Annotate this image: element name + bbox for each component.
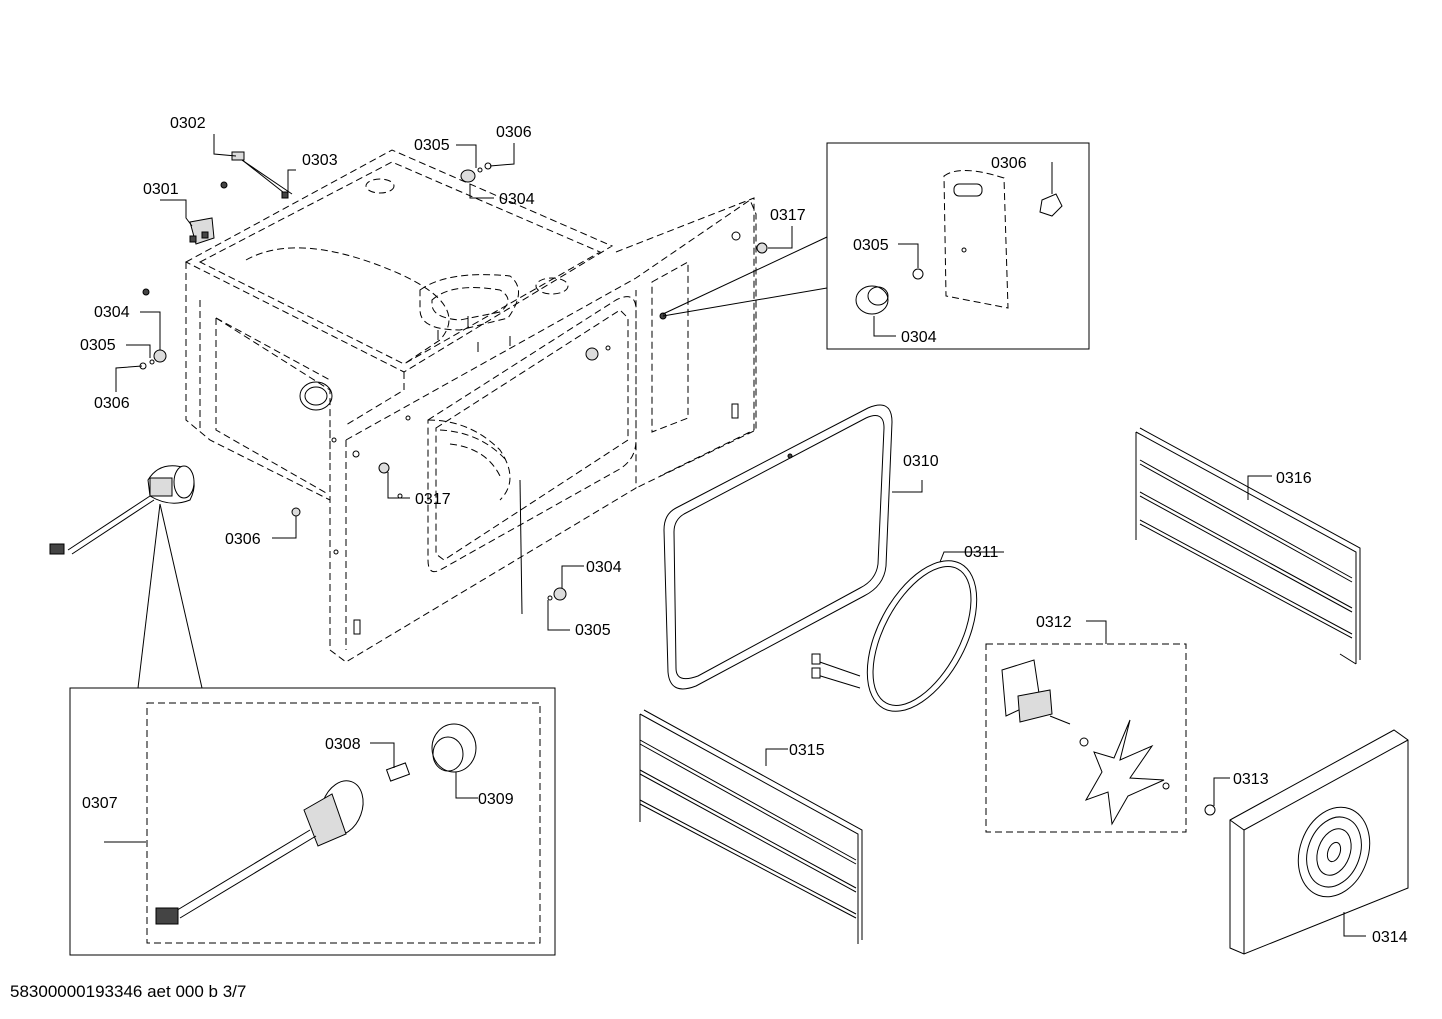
detail-box-rear-cap xyxy=(662,142,1090,350)
nut-0317-front xyxy=(378,462,390,474)
label-0314: 0314 xyxy=(1372,929,1408,946)
label-0304-detail: 0304 xyxy=(901,329,937,346)
lamp-detail-box xyxy=(69,503,556,956)
shelf-rail-0316 xyxy=(1135,427,1361,665)
label-0304-top: 0304 xyxy=(499,191,535,208)
label-0317-rear: 0317 xyxy=(770,207,806,224)
oven-cavity-housing xyxy=(184,149,757,663)
label-0303: 0303 xyxy=(302,152,338,169)
label-0305-top: 0305 xyxy=(414,137,450,154)
fan-cover-0314 xyxy=(1204,729,1409,955)
label-0304-left: 0304 xyxy=(94,304,130,321)
label-0313: 0313 xyxy=(1233,771,1269,788)
label-0307: 0307 xyxy=(82,795,118,812)
label-0306-left: 0306 xyxy=(94,395,130,412)
shelf-rail-0315 xyxy=(639,709,863,944)
label-0306-top: 0306 xyxy=(496,124,532,141)
heating-element-0311 xyxy=(811,560,978,712)
document-code: 58300000193346 aet 000 b 3/7 xyxy=(10,982,246,1001)
label-0301: 0301 xyxy=(143,181,179,198)
label-0310: 0310 xyxy=(903,453,939,470)
label-0311: 0311 xyxy=(964,544,999,561)
part-labels: 0302 0303 0301 0305 0306 0304 0304 0305 … xyxy=(80,115,1408,946)
label-0306-detail: 0306 xyxy=(991,155,1027,172)
nut-0306-bottom xyxy=(291,507,301,517)
cap-0304-left xyxy=(139,288,167,370)
label-0312: 0312 xyxy=(1036,614,1072,631)
label-0305-detail: 0305 xyxy=(853,237,889,254)
thermal-cutout-0301 xyxy=(189,217,215,245)
cap-0304-bottom xyxy=(547,587,567,601)
label-0317-front: 0317 xyxy=(415,491,451,508)
label-0316: 0316 xyxy=(1276,470,1312,487)
label-0305-left: 0305 xyxy=(80,337,116,354)
cap-0304-rear-inner xyxy=(585,312,667,361)
label-0315: 0315 xyxy=(789,742,825,759)
temperature-sensor-0302 xyxy=(231,151,293,197)
nut-0317-rear xyxy=(756,242,768,254)
label-0305-bottom: 0305 xyxy=(575,622,611,639)
label-0302: 0302 xyxy=(170,115,206,132)
leader-lines xyxy=(104,134,1366,937)
door-gasket-0310 xyxy=(663,404,893,690)
sensor-nut-0303 xyxy=(220,181,289,199)
label-0308: 0308 xyxy=(325,736,361,753)
lamp-assembly-0307 xyxy=(49,465,195,555)
label-0304-bottom: 0304 xyxy=(586,559,622,576)
label-0309: 0309 xyxy=(478,791,514,808)
label-0306-bottom: 0306 xyxy=(225,531,261,548)
fan-motor-box-0312 xyxy=(985,643,1187,833)
